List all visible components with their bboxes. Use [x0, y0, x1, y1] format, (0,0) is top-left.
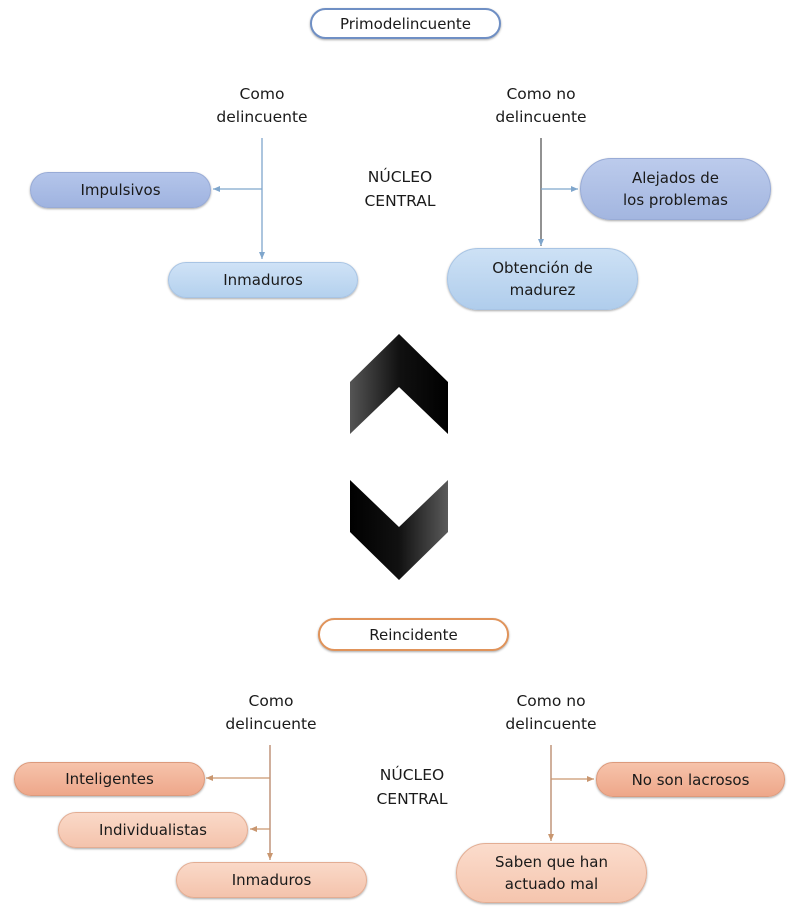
bottom-left-branch-label-line1: Como [248, 692, 294, 710]
chevron-down-icon [350, 480, 448, 580]
title-primodelincuente: Primodelincuente [310, 8, 501, 39]
top-right-branch-label: Como no delincuente [481, 83, 601, 129]
node-individualistas-text: Individualistas [99, 821, 207, 839]
top-right-branch-label-line2: delincuente [495, 108, 587, 126]
node-impulsivos-text: Impulsivos [80, 181, 161, 199]
bottom-right-branch-label-line1: Como no [516, 692, 586, 710]
node-saben-line1: Saben que han [495, 853, 608, 871]
bottom-right-branch-label: Como no delincuente [491, 690, 611, 736]
node-inmaduros-top: Inmaduros [168, 262, 358, 298]
title-reincidente: Reincidente [318, 618, 509, 651]
top-right-branch-label-line1: Como no [506, 85, 576, 103]
bottom-core-label: NÚCLEO CENTRAL [362, 763, 462, 811]
top-left-branch-label-line2: delincuente [216, 108, 308, 126]
node-inteligentes: Inteligentes [14, 762, 205, 796]
bottom-left-branch-label: Como delincuente [211, 690, 331, 736]
node-individualistas: Individualistas [58, 812, 248, 848]
node-no-son-lacrosos-text: No son lacrosos [631, 770, 750, 789]
node-obtencion-line2: madurez [509, 281, 576, 299]
bottom-left-branch-label-line2: delincuente [225, 715, 317, 733]
top-core-label-line2: CENTRAL [364, 192, 436, 210]
bottom-right-branch-label-line2: delincuente [505, 715, 597, 733]
chevron-up-icon [350, 334, 448, 434]
node-no-son-lacrosos: No son lacrosos [596, 762, 785, 797]
node-inmaduros-bottom: Inmaduros [176, 862, 367, 898]
top-left-branch-label: Como delincuente [202, 83, 322, 129]
title-primodelincuente-text: Primodelincuente [339, 14, 472, 33]
bottom-core-label-line1: NÚCLEO [379, 766, 445, 784]
node-obtencion-line1: Obtención de [492, 259, 593, 277]
node-alejados-line1: Alejados de [631, 169, 720, 187]
node-obtencion: Obtención de madurez [447, 248, 638, 310]
node-impulsivos: Impulsivos [30, 172, 211, 208]
top-left-branch-label-line1: Como [239, 85, 285, 103]
bottom-core-label-line2: CENTRAL [376, 790, 448, 808]
node-alejados-line2: los problemas [623, 191, 728, 209]
node-alejados: Alejados de los problemas [580, 158, 771, 220]
chevrons [350, 334, 448, 580]
node-saben-que-han: Saben que han actuado mal [456, 843, 647, 903]
node-saben-line2: actuado mal [504, 875, 599, 893]
node-inmaduros-top-text: Inmaduros [223, 271, 303, 289]
node-inmaduros-bottom-text: Inmaduros [231, 871, 312, 889]
top-core-label-line1: NÚCLEO [367, 168, 433, 186]
node-inteligentes-text: Inteligentes [65, 770, 154, 788]
title-reincidente-text: Reincidente [369, 625, 458, 644]
top-core-label: NÚCLEO CENTRAL [350, 165, 450, 213]
